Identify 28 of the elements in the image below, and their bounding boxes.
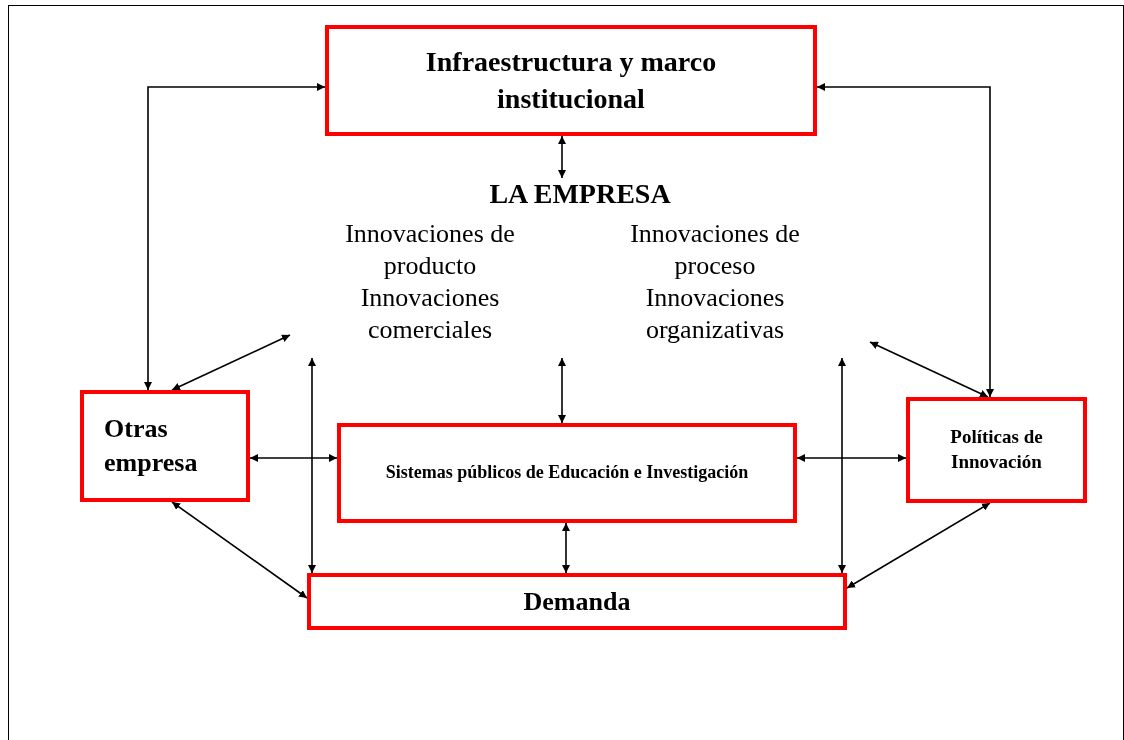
process-box bbox=[906, 397, 1087, 503]
innovation-text: Innovaciones organizativas bbox=[644, 282, 786, 346]
box-label: Demanda bbox=[523, 585, 631, 618]
double-arrow bbox=[171, 334, 291, 391]
double-arrow bbox=[796, 454, 907, 462]
double-arrow bbox=[869, 341, 989, 398]
double-arrow bbox=[144, 83, 326, 391]
box-label: Políticas de Innovación bbox=[949, 425, 1044, 474]
innovation-text: Innovaciones de producto bbox=[344, 218, 516, 282]
double-arrow bbox=[558, 135, 566, 179]
box-label: Infraestructura y marco institucional bbox=[424, 45, 718, 116]
double-arrow bbox=[171, 501, 308, 599]
double-arrow bbox=[249, 454, 338, 462]
box-label: Sistemas públicos de Educación e Investigación bbox=[385, 461, 749, 485]
process-box bbox=[307, 573, 847, 630]
double-arrow bbox=[846, 502, 991, 589]
heading-text: LA EMPRESA bbox=[488, 178, 672, 210]
process-box bbox=[325, 25, 817, 136]
process-box bbox=[337, 423, 797, 523]
double-arrow bbox=[308, 357, 316, 574]
innovation-text: Innovaciones de proceso bbox=[629, 218, 801, 282]
box-label: Otras empresa bbox=[104, 413, 199, 479]
double-arrow bbox=[816, 83, 994, 398]
double-arrow bbox=[558, 357, 566, 424]
process-box bbox=[80, 390, 250, 502]
double-arrow bbox=[562, 522, 570, 574]
double-arrow bbox=[838, 357, 846, 574]
innovation-text: Innovaciones comerciales bbox=[359, 282, 501, 346]
